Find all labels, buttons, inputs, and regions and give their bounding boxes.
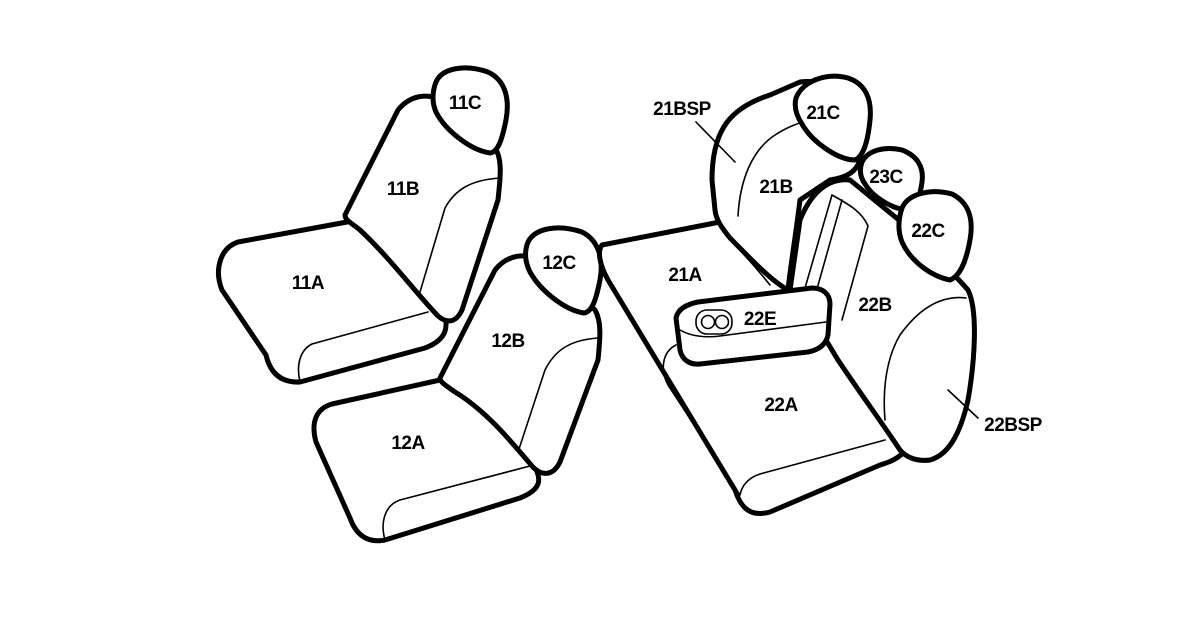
part-labels: 11C 11B 11A 12C 12B 12A 21BSP 21C 23C 22…: [292, 93, 1043, 454]
label-22B: 22B: [858, 295, 891, 316]
part-11A-piping: [297, 311, 429, 383]
label-21A: 21A: [668, 265, 702, 286]
front-right-seat: [311, 225, 604, 544]
front-left-seat: [216, 65, 510, 385]
part-12B-side-bolster: [517, 337, 599, 453]
cup-holder-icon: [695, 309, 733, 335]
label-22E: 22E: [744, 309, 776, 330]
leader-21BSP: [695, 121, 736, 163]
label-21C: 21C: [806, 103, 840, 124]
leader-lines: [695, 121, 979, 419]
rear-bench: [597, 73, 977, 516]
part-12A-piping: [382, 465, 531, 541]
part-21C-headrest[interactable]: [792, 73, 873, 163]
part-11B-side-bolster: [419, 177, 501, 293]
label-21B: 21B: [759, 177, 792, 198]
label-11C: 11C: [449, 93, 482, 114]
label-12B: 12B: [491, 331, 524, 352]
part-12C-headrest[interactable]: [523, 225, 604, 316]
label-21BSP: 21BSP: [653, 99, 712, 120]
part-11C-headrest[interactable]: [430, 65, 510, 156]
part-22A-front-panel: [662, 344, 886, 496]
part-22E-armrest[interactable]: [673, 285, 833, 367]
part-22B-center-fold: [804, 194, 869, 321]
leader-22BSP: [947, 389, 979, 419]
part-22E-armrest-top-edge: [679, 321, 827, 338]
label-11B: 11B: [387, 179, 419, 200]
label-12C: 12C: [542, 253, 576, 274]
label-22A: 22A: [764, 395, 798, 416]
label-12A: 12A: [391, 433, 425, 454]
label-22C: 22C: [911, 221, 945, 242]
label-23C: 23C: [869, 167, 903, 188]
part-22B-side-bolster: [883, 296, 967, 421]
label-22BSP: 22BSP: [984, 415, 1043, 436]
label-11A: 11A: [292, 273, 325, 294]
part-22C-headrest[interactable]: [896, 189, 974, 283]
